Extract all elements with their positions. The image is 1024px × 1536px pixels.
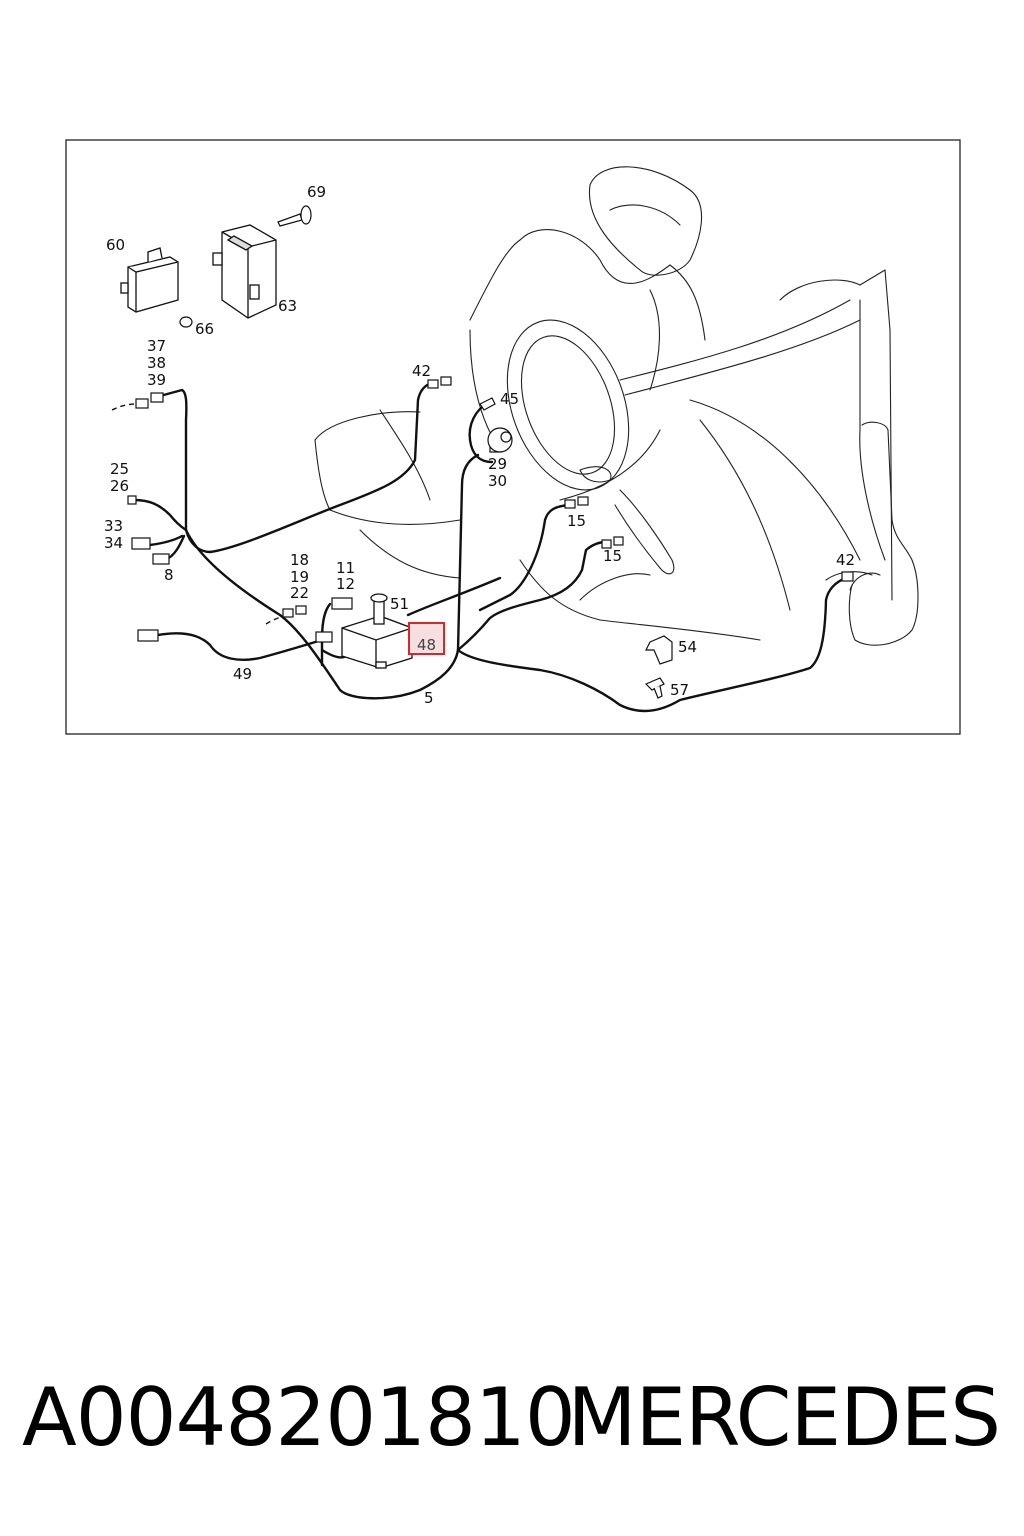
airbag-control-module — [341, 593, 413, 669]
nut-66 — [179, 316, 193, 328]
callout-34: 34 — [104, 534, 123, 552]
callout-25: 25 — [110, 460, 129, 478]
wiring-harness — [132, 381, 848, 713]
diagram-frame — [65, 139, 961, 735]
callout-51: 51 — [390, 595, 409, 613]
callout-45: 45 — [500, 390, 519, 408]
highlight-box-48 — [408, 622, 445, 655]
callout-15-lower: 15 — [603, 547, 622, 565]
callout-15-upper: 15 — [567, 512, 586, 530]
part-number: A0048201810 — [22, 1371, 576, 1464]
callout-11: 11 — [336, 559, 355, 577]
component-relay-60 — [120, 247, 179, 313]
connectors — [127, 376, 854, 643]
callout-5: 5 — [424, 689, 434, 707]
component-control-unit-63 — [212, 224, 277, 319]
callout-42-right: 42 — [836, 551, 855, 569]
callout-42-left: 42 — [412, 362, 431, 380]
callout-29: 29 — [488, 455, 507, 473]
callout-60: 60 — [106, 236, 125, 254]
callout-12: 12 — [336, 575, 355, 593]
screw-57 — [644, 677, 665, 699]
screw-69 — [277, 205, 312, 227]
component-54 — [645, 635, 673, 665]
callout-57: 57 — [670, 681, 689, 699]
caption: A0048201810 MERCEDES — [0, 1368, 1024, 1478]
callout-37: 37 — [147, 337, 166, 355]
callout-19: 19 — [290, 568, 309, 586]
callout-39: 39 — [147, 371, 166, 389]
component-45 — [479, 397, 513, 453]
callout-63: 63 — [278, 297, 297, 315]
callout-66: 66 — [195, 320, 214, 338]
callout-49: 49 — [233, 665, 252, 683]
harness-dashed-segments — [111, 403, 285, 625]
callout-54: 54 — [678, 638, 697, 656]
callout-18: 18 — [290, 551, 309, 569]
callout-33: 33 — [104, 517, 123, 535]
wiring-diagram: 69 60 63 66 37 38 39 25 26 33 34 8 42 45… — [65, 139, 961, 735]
vehicle-interior-outline — [314, 166, 919, 646]
callout-26: 26 — [110, 477, 129, 495]
callout-69: 69 — [307, 183, 326, 201]
callout-30: 30 — [488, 472, 507, 490]
callout-8: 8 — [164, 566, 174, 584]
callout-48: 48 — [417, 636, 436, 654]
callout-38: 38 — [147, 354, 166, 372]
callout-22: 22 — [290, 584, 309, 602]
brand-name: MERCEDES — [567, 1371, 1001, 1464]
